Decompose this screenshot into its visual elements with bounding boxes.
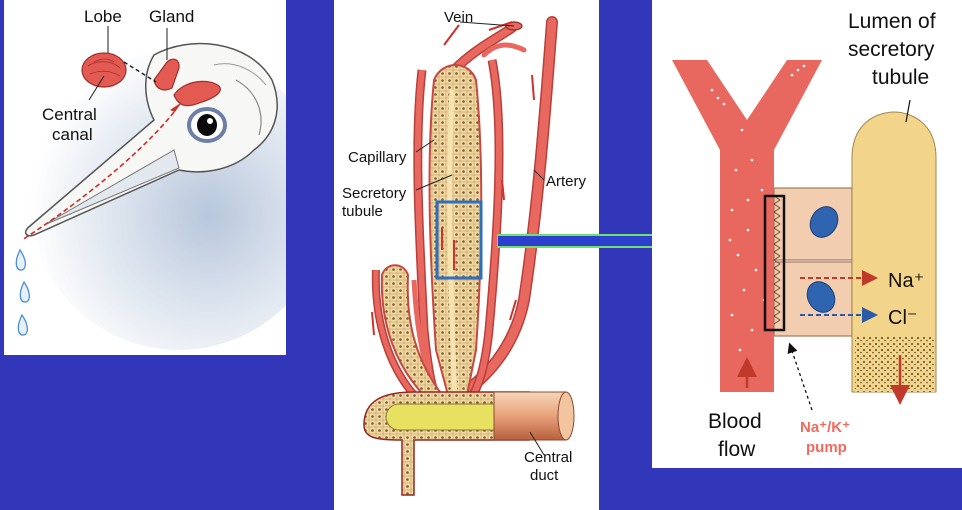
lobe-connector <box>123 61 157 83</box>
secretory-tubule <box>428 64 483 411</box>
salt-drop <box>15 248 27 271</box>
cell-transport-diagram: Lumen of secretory tubule Na⁺ Cl⁻ Blood … <box>672 10 937 461</box>
highlight-box <box>435 200 483 280</box>
lobe <box>81 52 127 88</box>
bird-head-illustration: Lobe Gland Central canal <box>15 7 286 350</box>
gland-piece <box>153 58 180 91</box>
pump-label-line2: pump <box>806 439 847 456</box>
blood-vessel <box>672 60 822 392</box>
central-canal-label: Central <box>42 105 97 124</box>
salt-drop <box>19 280 31 303</box>
eye-pupil <box>197 114 217 136</box>
central-duct-label: Central <box>524 449 572 466</box>
pump-highlight-box <box>763 194 786 332</box>
cell-detail-panel: Lumen of secretory tubule Na⁺ Cl⁻ Blood … <box>652 0 962 468</box>
cell-nucleus <box>806 281 836 313</box>
salt-gland <box>173 80 221 107</box>
gland-label: Gland <box>149 7 194 26</box>
central-canal-label-line2: canal <box>52 125 93 144</box>
salt-gland-panel: Vein Capillary Secretory tubule Artery C… <box>334 0 599 510</box>
pump-label: Na⁺/K⁺ <box>800 419 850 436</box>
pump-pointer <box>787 342 813 411</box>
nasal-duct-path <box>21 111 175 241</box>
sodium-label: Na⁺ <box>888 270 924 292</box>
bird-head-panel: Lobe Gland Central canal <box>4 0 286 355</box>
blood-flow-label: Blood <box>708 410 762 433</box>
lumen-label-line2: secretory <box>848 38 935 61</box>
chloride-label: Cl⁻ <box>888 307 917 329</box>
artery-label: Artery <box>546 173 587 190</box>
lobe-label: Lobe <box>84 7 122 26</box>
blood-cells <box>710 64 806 352</box>
secretory-tubule-label: Secretory <box>342 185 407 202</box>
salt-secretion <box>855 336 935 392</box>
basal-membrane-folds <box>773 195 781 325</box>
capillary-label: Capillary <box>348 149 407 166</box>
salt-gland-illustration: Vein Capillary Secretory tubule Artery C… <box>342 9 587 496</box>
vein-label: Vein <box>444 9 473 26</box>
central-duct-label-line2: duct <box>530 467 559 484</box>
secretory-tubule-label-line2: tubule <box>342 203 383 220</box>
lumen-label-line3: tubule <box>872 66 929 89</box>
lumen-label: Lumen of <box>848 10 936 33</box>
secretory-tubule-short <box>380 264 448 407</box>
cell-nucleus <box>809 206 839 238</box>
blood-flow-label-line2: flow <box>718 438 756 461</box>
beak-lower <box>43 149 180 226</box>
salt-drop <box>17 313 29 336</box>
